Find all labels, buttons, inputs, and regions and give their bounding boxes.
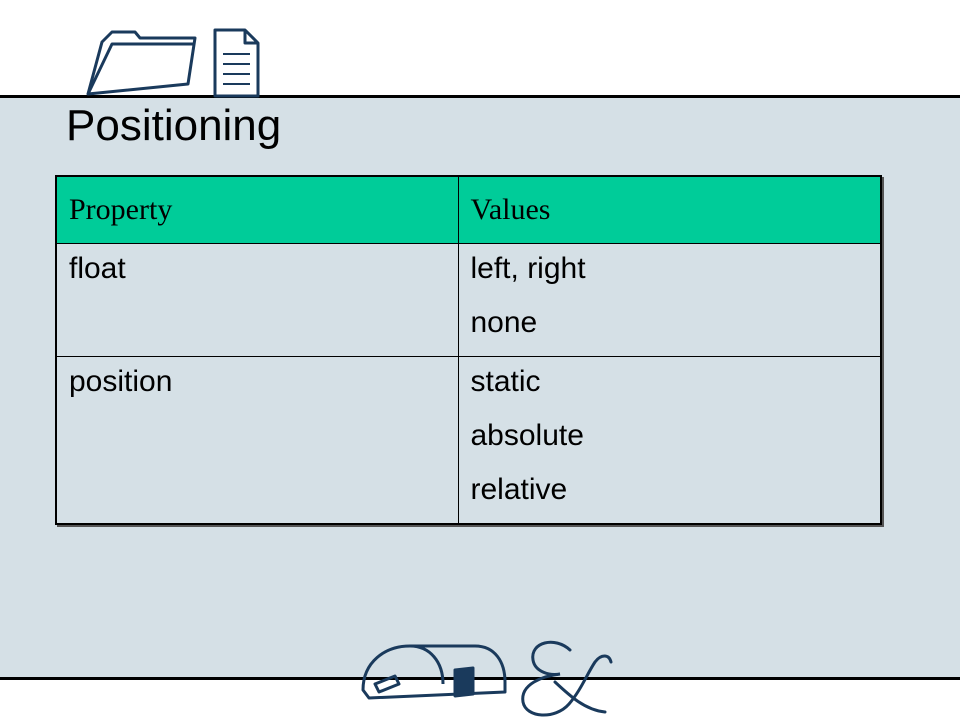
values-cell: left, right none: [458, 243, 882, 357]
property-name: float: [69, 252, 126, 285]
value-item: left, right: [470, 252, 586, 285]
property-cell: position: [56, 356, 459, 524]
table-header-row: Property Values: [56, 176, 882, 244]
folder-icon: [86, 30, 197, 96]
page-title: Positioning: [66, 101, 282, 150]
value-item: absolute: [470, 419, 584, 452]
values-cell: static absolute relative: [458, 356, 882, 524]
property-name: position: [69, 365, 173, 398]
bottom-decoration: [361, 640, 613, 717]
top-decoration: [86, 28, 260, 98]
document-icon: [213, 28, 260, 98]
column-header-values: Values: [458, 176, 882, 244]
positioning-table: Property Values float left, right none p…: [55, 175, 882, 525]
value-item: relative: [470, 473, 568, 506]
property-cell: float: [56, 243, 459, 357]
ampersand-icon: [521, 640, 613, 717]
mailbox-icon: [361, 644, 507, 700]
value-item: none: [470, 306, 538, 339]
value-item: static: [470, 365, 541, 398]
column-header-property: Property: [56, 176, 459, 244]
table-row: position static absolute relative: [56, 356, 882, 524]
table-row: float left, right none: [56, 243, 882, 357]
